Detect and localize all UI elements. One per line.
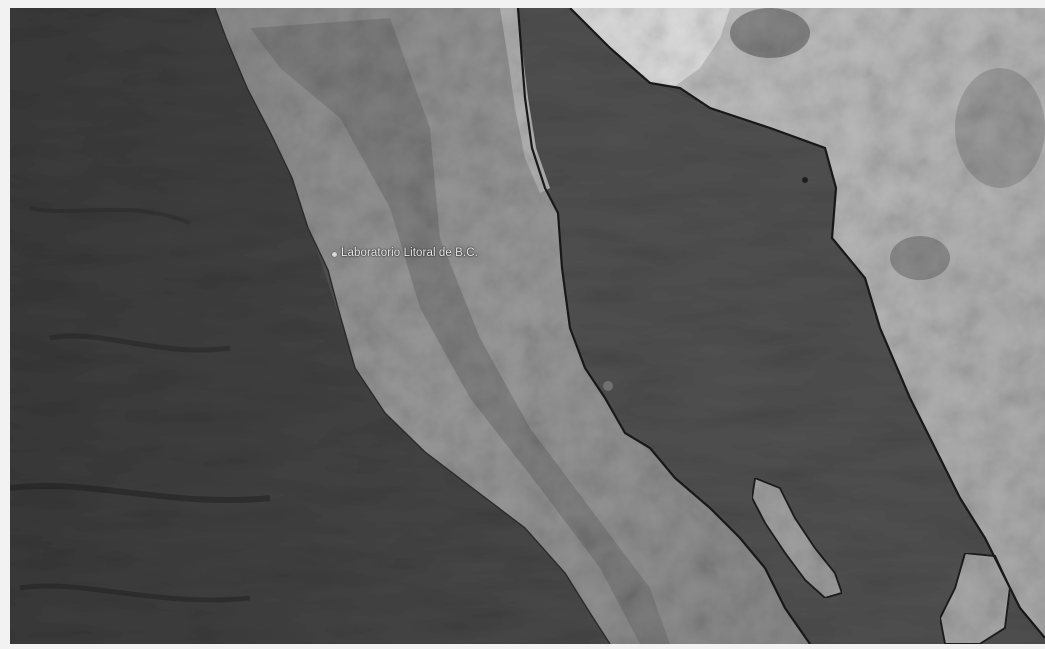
baja-california-peninsula [215, 8, 810, 644]
mainland-mountains [890, 236, 950, 280]
coastline-pacific [214, 8, 611, 644]
mainland-mexico [570, 8, 1045, 638]
mainland-mountains [955, 68, 1045, 188]
satellite-map[interactable]: Laboratorio Litoral de B.C. [10, 8, 1045, 644]
coastline-gulf-west [516, 8, 811, 644]
peninsula-sierra [250, 18, 670, 644]
place-label[interactable]: Laboratorio Litoral de B.C. [341, 247, 478, 259]
northern-desert [570, 8, 730, 86]
mainland-mountains [730, 8, 810, 58]
gulf-island [750, 476, 844, 600]
coastline-gulf-east [569, 8, 1045, 639]
islet [802, 177, 808, 183]
location-marker[interactable] [332, 252, 337, 257]
ocean-texture [10, 206, 271, 603]
islet [603, 381, 613, 391]
map-imagery [10, 8, 1045, 644]
